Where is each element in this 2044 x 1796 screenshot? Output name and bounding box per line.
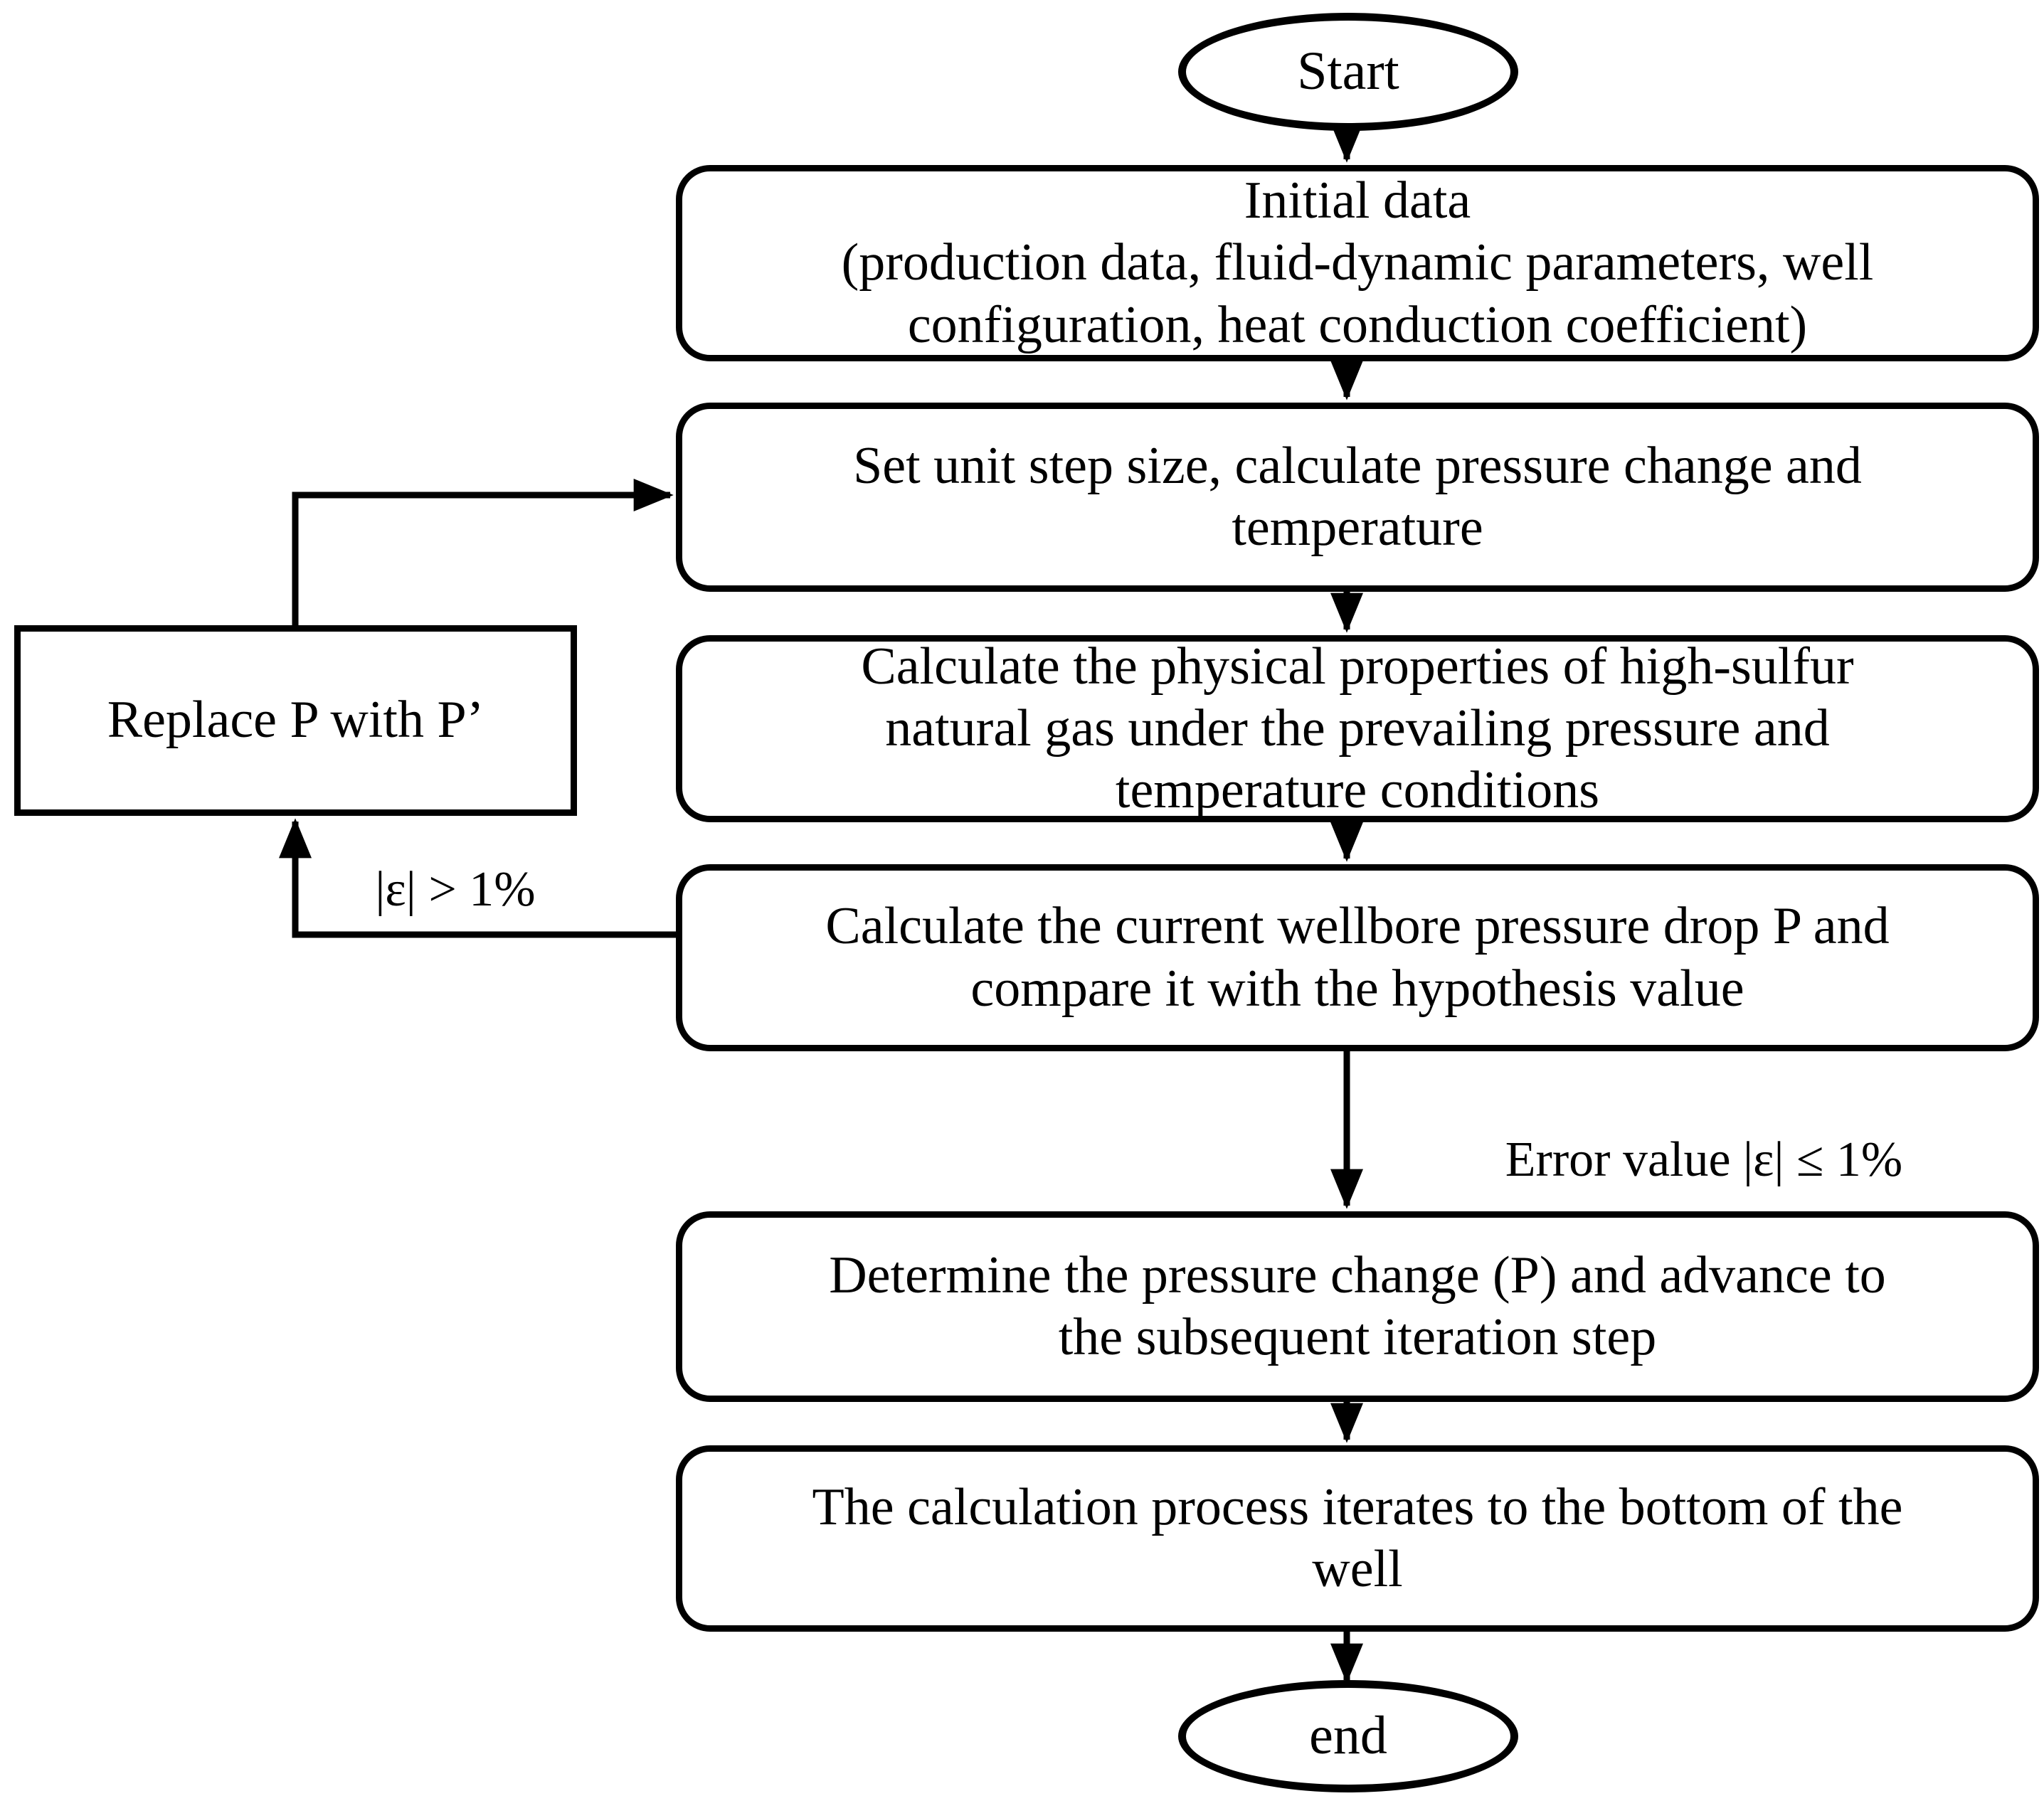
iterate-bottom-node-label: The calculation process iterates to the … [812,1477,1903,1598]
initial-data-node: Initial data (production data, fluid-dyn… [676,165,2039,361]
set-step-node-label: Set unit step size, calculate pressure c… [853,436,1862,557]
set-step-node: Set unit step size, calculate pressure c… [676,403,2039,592]
replace-p-node: Replace P with P’ [14,625,577,816]
determine-pressure-node: Determine the pressure change (P) and ad… [676,1211,2039,1402]
physical-properties-node: Calculate the physical properties of hig… [676,635,2039,822]
physical-properties-node-label: Calculate the physical properties of hig… [861,637,1854,820]
replace-p-node-label: Replace P with P’ [107,691,484,750]
start-node-label: Start [1297,41,1399,102]
loop-condition-label: |ε| > 1% [375,862,536,917]
exit-condition-label: Error value |ε| ≤ 1% [1505,1132,1903,1187]
wellbore-pressure-node-label: Calculate the current wellbore pressure … [825,897,1890,1018]
end-node-label: end [1309,1706,1387,1766]
iterate-bottom-node: The calculation process iterates to the … [676,1445,2039,1632]
arrow-wellbore-to-replace [279,818,677,938]
end-node: end [1178,1680,1518,1792]
initial-data-node-label: Initial data (production data, fluid-dyn… [841,171,1874,354]
arrow-replace-to-set-step [292,479,674,627]
determine-pressure-node-label: Determine the pressure change (P) and ad… [829,1245,1886,1366]
wellbore-pressure-node: Calculate the current wellbore pressure … [676,864,2039,1051]
start-node: Start [1178,13,1518,131]
